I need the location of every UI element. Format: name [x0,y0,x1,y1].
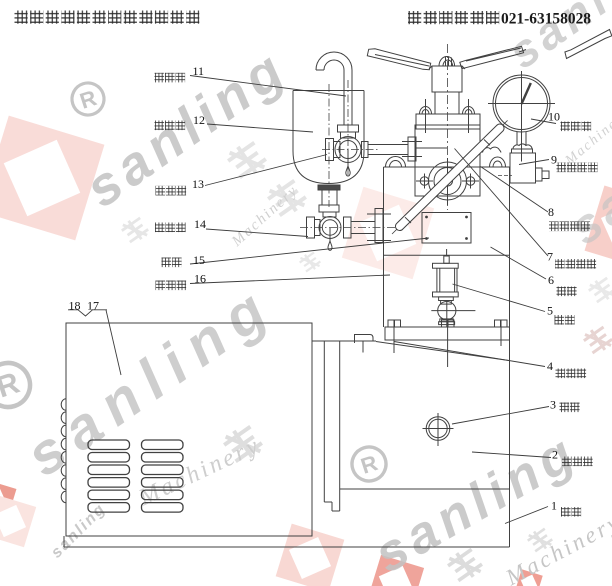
svg-text:2: 2 [552,448,558,462]
svg-text:16: 16 [194,272,206,286]
svg-text:12: 12 [193,113,205,127]
svg-text:3: 3 [550,398,556,412]
svg-text:6: 6 [548,273,554,287]
svg-text:10: 10 [548,110,560,124]
svg-text:Machinery: Machinery [501,509,612,586]
svg-text:15: 15 [193,253,205,267]
svg-text:1: 1 [551,499,557,513]
svg-text:Machinery: Machinery [562,106,612,169]
svg-text:sanling: sanling [561,95,612,255]
svg-text:11: 11 [193,64,205,78]
svg-text:Machinery: Machinery [228,182,301,250]
svg-text:R: R [358,450,381,479]
svg-text:4: 4 [547,359,553,373]
svg-text:5: 5 [547,304,553,318]
svg-text:14: 14 [194,217,206,231]
svg-text:R: R [0,366,24,404]
svg-text:9: 9 [551,153,557,167]
svg-text:7: 7 [547,250,553,264]
svg-text:021-63158028: 021-63158028 [501,11,591,28]
svg-text:R: R [77,85,100,114]
svg-text:17: 17 [87,299,99,313]
svg-text:18: 18 [69,299,81,313]
svg-text:8: 8 [548,205,554,219]
svg-text:13: 13 [192,177,204,191]
svg-text:sanling: sanling [48,500,110,562]
